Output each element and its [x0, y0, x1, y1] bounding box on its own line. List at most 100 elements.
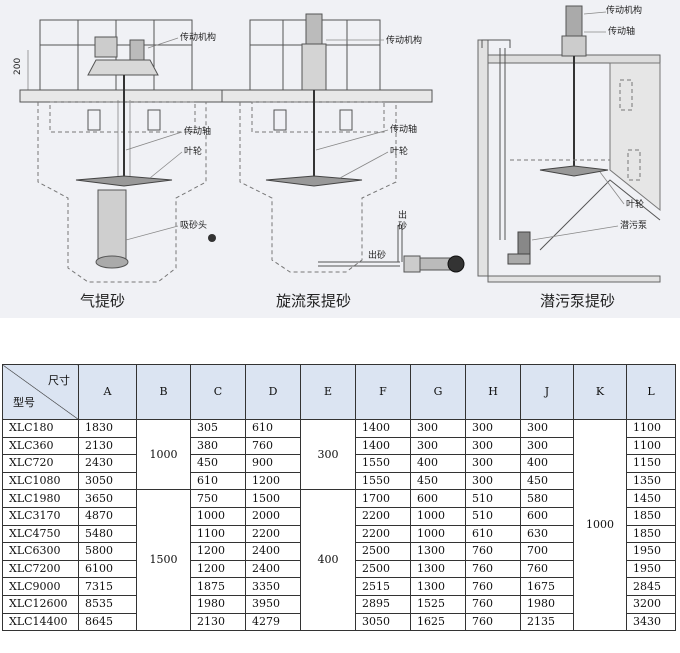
cell-d: 2400	[245, 542, 301, 561]
caption-vortex-pump: 旋流泵提砂	[276, 292, 351, 310]
label-submersible-pump: 潜污泵	[620, 219, 647, 231]
tank-outline-1	[37, 102, 207, 283]
cell-h: 610	[465, 524, 521, 544]
label-impeller-1: 叶轮	[184, 145, 202, 157]
col-header-d: D	[245, 364, 301, 420]
cell-c: 1875	[190, 577, 246, 596]
cell-d: 1500	[245, 489, 301, 508]
cell-c: 1100	[190, 524, 246, 544]
cell-model: XLC180	[2, 419, 79, 438]
cell-f: 2200	[355, 506, 411, 526]
cell-l: 2845	[626, 577, 676, 596]
cell-l: 1850	[626, 506, 676, 526]
cell-c: 450	[190, 454, 246, 473]
label-suction-head: 吸砂头	[180, 219, 207, 231]
cell-j: 700	[520, 542, 574, 561]
cell-h: 760	[465, 559, 521, 579]
cell-h: 760	[465, 612, 521, 632]
cell-e-merged: 300	[300, 418, 356, 491]
cell-a: 3050	[78, 471, 137, 491]
col-header-e: E	[300, 364, 356, 420]
right-wall-3	[609, 62, 661, 212]
cell-j: 580	[520, 489, 574, 508]
installation-diagrams: 200 传动机构 传动轴 叶轮 吸砂头 气提砂	[0, 0, 680, 318]
cell-model: XLC6300	[2, 542, 79, 561]
cell-j: 600	[520, 506, 574, 526]
cell-d: 760	[245, 436, 301, 456]
cell-h: 760	[465, 594, 521, 614]
cell-g: 1300	[410, 542, 466, 561]
diagram-vortex-pump: 传动机构 传动轴 叶轮 出砂 出砂 旋流泵提砂	[221, 13, 465, 310]
cell-d: 3350	[245, 577, 301, 596]
cell-f: 2200	[355, 524, 411, 544]
label-drive-shaft-2: 传动轴	[390, 123, 417, 135]
label-drive-mechanism-1: 传动机构	[180, 31, 216, 43]
cell-a: 7315	[78, 577, 137, 596]
cell-f: 1700	[355, 489, 411, 508]
diagram-air-lift: 200 传动机构 传动轴 叶轮 吸砂头 气提砂	[13, 19, 226, 310]
caption-air-lift: 气提砂	[80, 292, 125, 310]
cell-l: 1450	[626, 489, 676, 508]
cell-f: 1400	[355, 419, 411, 438]
platform-2	[221, 89, 433, 103]
cell-a: 1830	[78, 419, 137, 438]
corner-model-label: 型号	[13, 396, 35, 409]
header-row: 尺寸 型号 A B C D E F G H J K L	[2, 364, 676, 420]
motor-3	[565, 5, 583, 37]
cell-h: 300	[465, 419, 521, 438]
col-header-b: B	[136, 364, 191, 420]
diagrams-svg: 200 传动机构 传动轴 叶轮 吸砂头 气提砂	[13, 4, 661, 310]
cell-f: 1400	[355, 436, 411, 456]
cell-j: 1675	[520, 577, 574, 596]
col-header-k: K	[573, 364, 627, 420]
col-header-c: C	[190, 364, 246, 420]
cell-d: 2200	[245, 524, 301, 544]
cell-g: 300	[410, 436, 466, 456]
vortex-pump-unit	[419, 257, 451, 271]
cell-b-merged: 1000	[136, 418, 191, 491]
cell-c: 1980	[190, 594, 246, 614]
label-drive-shaft-1: 传动轴	[184, 125, 211, 137]
cell-j: 300	[520, 419, 574, 438]
cell-k-merged: 1000	[573, 418, 627, 632]
suction-column	[97, 189, 127, 261]
cell-h: 510	[465, 506, 521, 526]
cell-h: 300	[465, 471, 521, 491]
cell-model: XLC7200	[2, 559, 79, 579]
cell-d: 4279	[245, 612, 301, 632]
cell-a: 5800	[78, 542, 137, 561]
cell-g: 1000	[410, 524, 466, 544]
cell-j: 400	[520, 454, 574, 473]
dim-200-label: 200	[13, 58, 23, 75]
cell-g: 1000	[410, 506, 466, 526]
cell-d: 610	[245, 419, 301, 438]
cell-e-merged: 400	[300, 489, 356, 632]
cell-model: XLC720	[2, 454, 79, 473]
cell-c: 380	[190, 436, 246, 456]
corner-size-label: 尺寸	[48, 374, 70, 387]
label-drive-shaft-3: 传动轴	[608, 25, 635, 37]
cell-f: 2895	[355, 594, 411, 614]
cell-l: 1350	[626, 471, 676, 491]
cell-l: 1100	[626, 436, 676, 456]
drive-housing-1	[87, 59, 159, 76]
cell-g: 600	[410, 489, 466, 508]
outlet-pipe-3	[481, 39, 511, 48]
cell-l: 3430	[626, 612, 676, 632]
cell-f: 2500	[355, 542, 411, 561]
cell-model: XLC9000	[2, 577, 79, 596]
cell-model: XLC14400	[2, 612, 79, 632]
cell-f: 1550	[355, 471, 411, 491]
caption-submersible-pump: 潜污泵提砂	[540, 292, 615, 310]
cell-h: 760	[465, 577, 521, 596]
cell-b-merged: 1500	[136, 489, 191, 632]
col-header-j: J	[520, 364, 574, 420]
label-impeller-2: 叶轮	[390, 145, 408, 157]
col-header-g: G	[410, 364, 466, 420]
cell-l: 1950	[626, 542, 676, 561]
